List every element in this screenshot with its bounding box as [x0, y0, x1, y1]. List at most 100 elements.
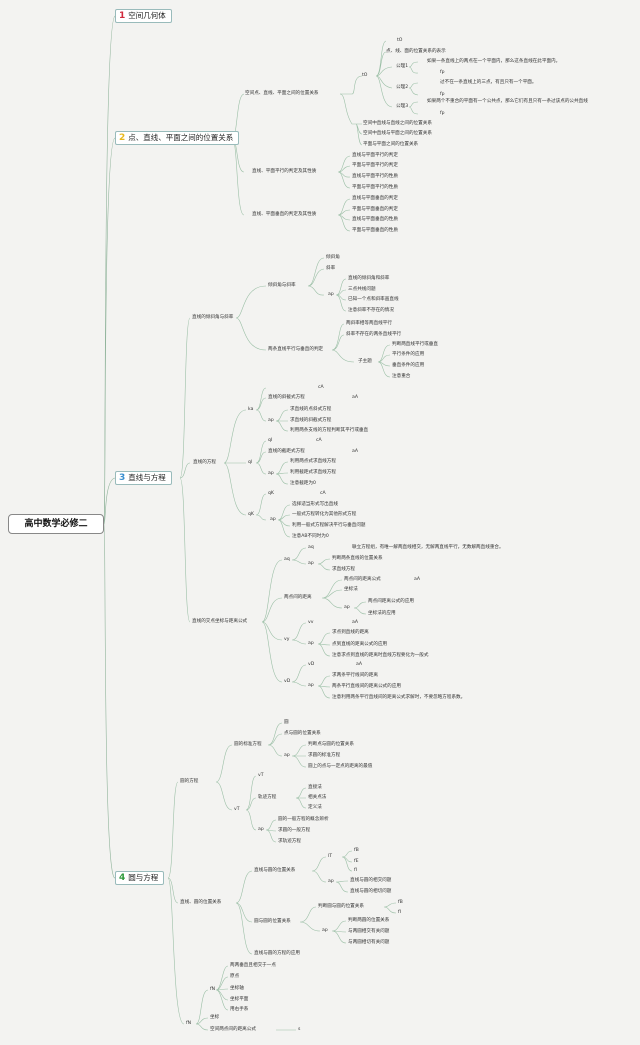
- s2-item[interactable]: 过不在一条直线上的三点，有且只有一个平面。: [440, 80, 537, 85]
- s4-b2b-item[interactable]: 与两圆相切有关问题: [348, 940, 390, 945]
- s4-b1b-item[interactable]: 定义法: [308, 805, 322, 810]
- s3-b3-item[interactable]: 判断两条直线的位置关系: [332, 556, 383, 561]
- s4-b1a-item[interactable]: 判断点与圆的位置关系: [308, 742, 354, 747]
- s4-b1b-item[interactable]: 轨迹方程: [258, 795, 277, 800]
- s4-b2a-item[interactable]: fE: [354, 859, 359, 864]
- s4-b2b-item[interactable]: 与两圆相交有关问题: [348, 929, 390, 934]
- s4-b1b[interactable]: vT: [234, 807, 240, 812]
- s3-b3-item[interactable]: vv: [308, 620, 314, 625]
- s4-b2b[interactable]: 圆与圆的位置关系: [254, 919, 291, 924]
- s3-ql-item[interactable]: ap: [268, 471, 274, 476]
- s3-qk-item[interactable]: ap: [270, 517, 276, 522]
- s4-b1a-item[interactable]: 圆: [284, 720, 289, 725]
- s4-b2b-item[interactable]: ap: [322, 928, 328, 933]
- s2-branch-2[interactable]: 直线、平面平行的判定及其性质: [252, 169, 317, 174]
- s3-b3-item[interactable]: 两点间的距离: [284, 595, 312, 600]
- s3-ql-item[interactable]: 利用两点式求直线方程: [290, 459, 336, 464]
- s3-b3-item[interactable]: ap: [344, 605, 350, 610]
- s4-b1a-item[interactable]: 点与圆的位置关系: [284, 731, 321, 736]
- s2-branch-1[interactable]: 空间点、直线、平面之间的位置关系: [245, 91, 319, 96]
- s4-b3-item[interactable]: s: [298, 1027, 301, 1032]
- s3-b3-item[interactable]: 注意利用两条平行直线间的距离公式求解时，不要忽略方程系数。: [332, 695, 466, 700]
- root-topic[interactable]: 高中数学必修二: [8, 514, 104, 534]
- s3-branch-3[interactable]: 直线的交点坐标与距离公式: [192, 619, 248, 624]
- s2-b2-item[interactable]: 直线与平面平行的性质: [352, 174, 398, 179]
- s4-b1b-item[interactable]: 求圆的一般方程: [278, 828, 311, 833]
- s4-b2b-item[interactable]: 判断圆与圆的位置关系: [318, 904, 364, 909]
- s3-qk-item[interactable]: cA: [320, 491, 326, 496]
- s3-qk[interactable]: qK: [248, 512, 254, 517]
- s3-ql-item[interactable]: cA: [316, 438, 322, 443]
- s3-b3-item[interactable]: 两点间的距离公式: [344, 577, 381, 582]
- s4-branch-1[interactable]: 圆的方程: [180, 779, 199, 784]
- s2-b2-item[interactable]: 平面与平面平行的性质: [352, 185, 398, 190]
- s4-b3-item[interactable]: 原点: [230, 974, 240, 979]
- s3-ka-item[interactable]: 求直线的点斜式方程: [290, 407, 332, 412]
- s4-b3-item[interactable]: 坐标轴: [230, 986, 244, 991]
- s3-ql-item[interactable]: aA: [352, 449, 358, 454]
- s4-b1a-item[interactable]: ap: [284, 753, 290, 758]
- s2-item[interactable]: 平面与平面之间的位置关系: [363, 142, 419, 147]
- s4-b3-item[interactable]: fN: [210, 987, 216, 992]
- s2-b1-sub[interactable]: tO: [362, 73, 368, 78]
- s4-b3-item[interactable]: 空间两点间的距离公式: [210, 1027, 256, 1032]
- s3-b1b-item[interactable]: 两斜率相等两直线平行: [346, 321, 392, 326]
- s3-b3-item[interactable]: ap: [308, 641, 314, 646]
- s3-ka-item[interactable]: 求直线的斜截式方程: [290, 418, 332, 423]
- s4-b2b-item[interactable]: fI: [398, 910, 401, 915]
- s4-branch-2[interactable]: 直线、圆的位置关系: [180, 900, 222, 905]
- s3-ka[interactable]: ka: [248, 407, 254, 412]
- s2-item[interactable]: 公理1: [396, 64, 409, 69]
- s3-b1b-item[interactable]: 子主题: [358, 359, 372, 364]
- s3-b3-item[interactable]: 注意求点到直线的距离时直线方程要化为一般式: [332, 653, 429, 658]
- s3-ql-item[interactable]: 注意截距为0: [290, 481, 316, 486]
- s2-b3-item[interactable]: 平面与平面垂直的性质: [352, 228, 398, 233]
- s4-b2a-item[interactable]: fB: [354, 848, 359, 853]
- s4-b2b-item[interactable]: 判断两圆的位置关系: [348, 918, 390, 923]
- s4-b2a-item[interactable]: ap: [328, 879, 334, 884]
- s4-b1b-item[interactable]: 圆的一般方程的概念辨析: [278, 817, 329, 822]
- s2-b3-item[interactable]: 直线与平面垂直的性质: [352, 217, 398, 222]
- s2-b2-item[interactable]: 直线与平面平行的判定: [352, 153, 398, 158]
- s4-b1a-item[interactable]: 求圆的标准方程: [308, 753, 341, 758]
- s3-b3-item[interactable]: 两条平行直线间的距离公式的应用: [332, 684, 401, 689]
- s4-b1b-item[interactable]: ap: [258, 827, 264, 832]
- s2-item[interactable]: fp: [440, 92, 445, 97]
- s3-b1a-item[interactable]: 注意斜率不存在的情况: [348, 308, 394, 313]
- s4-b2c[interactable]: 直线与圆的方程的应用: [254, 951, 300, 956]
- s2-item[interactable]: 公理2: [396, 85, 409, 90]
- s3-b3-item[interactable]: 求点到直线的距离: [332, 630, 369, 635]
- s3-ql-item[interactable]: 直线的截距式方程: [268, 449, 305, 454]
- s3-b3-item[interactable]: 求两条平行线间的距离: [332, 673, 378, 678]
- s3-b1b-item[interactable]: 垂直条件的应用: [392, 363, 425, 368]
- s3-b1a[interactable]: 倾斜角与斜率: [268, 283, 296, 288]
- s4-b1b-item[interactable]: 直接法: [308, 785, 322, 790]
- s3-branch-1[interactable]: 直线的倾斜角与斜率: [192, 315, 234, 320]
- s4-b3-item[interactable]: 用右手系: [230, 1007, 249, 1012]
- s3-b3-item[interactable]: aq: [284, 557, 290, 562]
- s3-ka-item[interactable]: cA: [318, 385, 324, 390]
- s3-b3-item[interactable]: vD: [308, 662, 315, 667]
- s2-item[interactable]: fp: [440, 111, 445, 116]
- s3-b3-item[interactable]: 两点间距离公式的应用: [368, 599, 414, 604]
- s3-ka-item[interactable]: 利用两条支线的方程判断其平行或垂直: [290, 428, 369, 433]
- s3-qk-item[interactable]: 利用一般式方程解决平行与垂直问题: [292, 523, 366, 528]
- s3-b3-item[interactable]: vy: [284, 637, 290, 642]
- s4-branch-3[interactable]: fN: [186, 1021, 192, 1026]
- s4-b1a[interactable]: 圆的标准方程: [234, 742, 262, 747]
- s2-item[interactable]: 公理3: [396, 104, 409, 109]
- s2-b2-item[interactable]: 平面与平面平行的判定: [352, 163, 398, 168]
- s2-b3-item[interactable]: 平面与平面垂直的判定: [352, 207, 398, 212]
- s3-b3-item[interactable]: 求直线方程: [332, 567, 355, 572]
- s3-b3-item[interactable]: ap: [308, 561, 314, 566]
- s2-item[interactable]: fp: [440, 70, 445, 75]
- s4-b3-item[interactable]: 坐标平面: [230, 997, 249, 1002]
- s2-item[interactable]: 如果两个不重合的平面有一个公共点，那么它们有且只有一条过该点的公共直线: [427, 99, 588, 104]
- s4-b1a-item[interactable]: 圆上的点与一定点的距离的最值: [308, 764, 373, 769]
- s3-b1a-item[interactable]: 直线的倾斜角和斜率: [348, 276, 390, 281]
- s3-b1a-item[interactable]: 倾斜角: [326, 255, 340, 260]
- s3-qk-item[interactable]: 选择适当形式写出直线: [292, 502, 338, 507]
- s3-b1b-item[interactable]: 判断两直线平行或垂直: [392, 342, 438, 347]
- s3-b1b-item[interactable]: 平行条件的应用: [392, 352, 425, 357]
